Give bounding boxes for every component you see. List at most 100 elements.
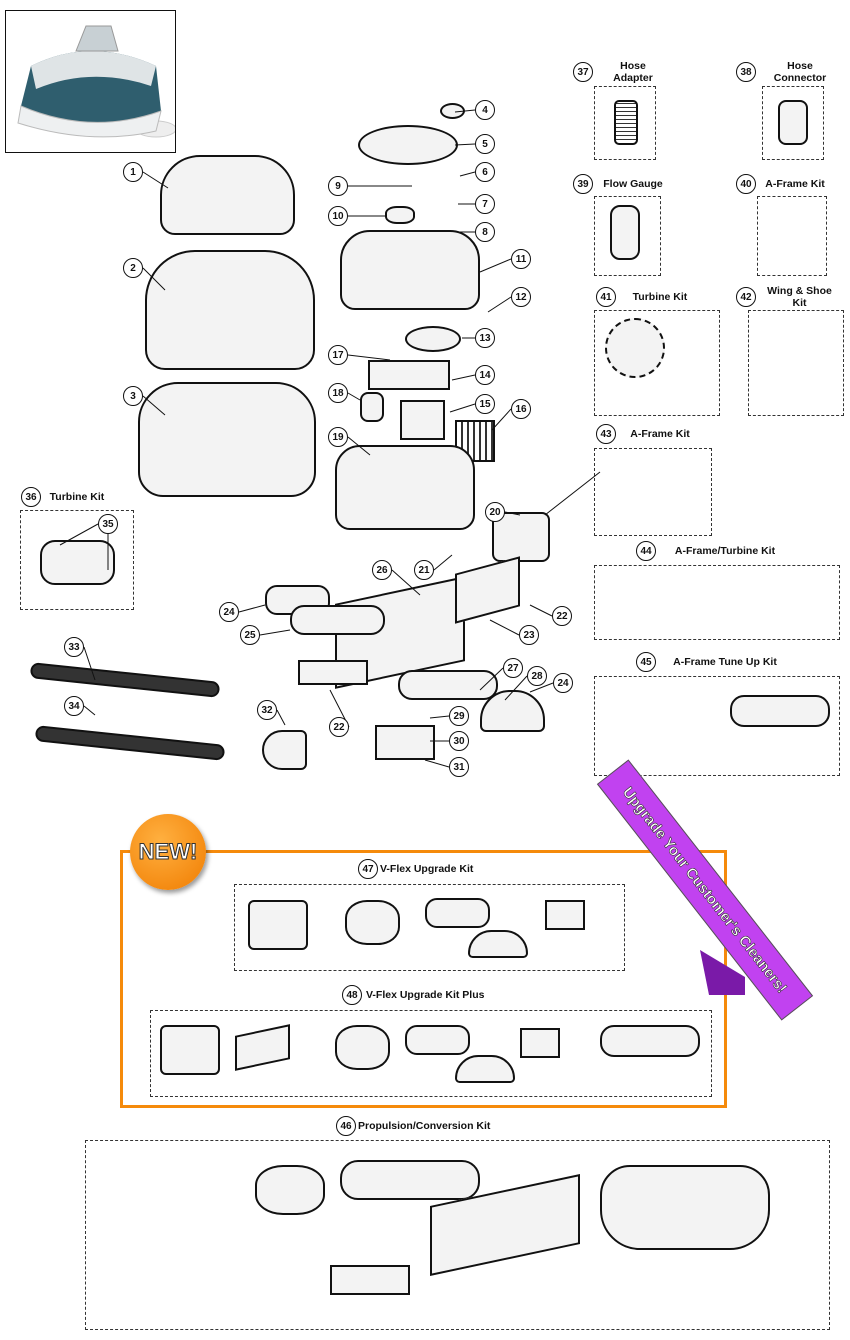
kit-box-43 — [594, 448, 712, 536]
callout-40: 40 — [736, 174, 756, 194]
callout-42: 42 — [736, 287, 756, 307]
callout-12: 12 — [511, 287, 531, 307]
kit-title-48: V-Flex Upgrade Kit Plus — [366, 989, 485, 1001]
collar-part — [385, 206, 415, 224]
kit-box-46 — [85, 1140, 830, 1330]
kit-box-36 — [20, 510, 134, 610]
kit-box-40 — [757, 196, 827, 276]
body-housing-part — [138, 382, 316, 497]
callout-25: 25 — [240, 625, 260, 645]
callout-5: 5 — [475, 134, 495, 154]
callout-23: 23 — [519, 625, 539, 645]
callout-8: 8 — [475, 222, 495, 242]
bushing-part — [360, 392, 384, 422]
callout-19: 19 — [328, 427, 348, 447]
callout-6: 6 — [475, 162, 495, 182]
callout-9: 9 — [328, 176, 348, 196]
top-cover-part — [160, 155, 295, 235]
callout-48: 48 — [342, 985, 362, 1005]
track-part — [340, 1160, 480, 1200]
kit-title-44: A-Frame/Turbine Kit — [674, 545, 776, 557]
cover-plate-part — [368, 360, 450, 390]
callout-4: 4 — [475, 100, 495, 120]
callout-38: 38 — [736, 62, 756, 82]
track-part — [290, 605, 385, 635]
base-housing-part — [600, 1165, 770, 1250]
shoe-part — [330, 1265, 410, 1295]
wing-part — [455, 1055, 515, 1083]
turbine-part — [255, 1165, 325, 1215]
kit-box-37 — [594, 86, 656, 160]
callout-13: 13 — [475, 328, 495, 348]
callout-7: 7 — [475, 194, 495, 214]
kit-box-48 — [150, 1010, 712, 1097]
callout-44: 44 — [636, 541, 656, 561]
kit-title-36: Turbine Kit — [49, 491, 105, 503]
kit-box-47 — [234, 884, 625, 971]
callout-24: 24 — [553, 673, 573, 693]
wing-part — [425, 898, 490, 928]
cone-part — [262, 730, 307, 770]
callout-3: 3 — [123, 386, 143, 406]
kit-title-41: Turbine Kit — [632, 291, 688, 303]
callout-29: 29 — [449, 706, 469, 726]
callout-24: 24 — [219, 602, 239, 622]
wing-part — [468, 930, 528, 958]
callout-22: 22 — [552, 606, 572, 626]
foot-part — [520, 1028, 560, 1058]
callout-10: 10 — [328, 206, 348, 226]
gearbox-cover-part — [340, 230, 480, 310]
callout-16: 16 — [511, 399, 531, 419]
product-photo — [5, 10, 176, 153]
callout-27: 27 — [503, 658, 523, 678]
callout-33: 33 — [64, 637, 84, 657]
callout-45: 45 — [636, 652, 656, 672]
callout-18: 18 — [328, 383, 348, 403]
foot-part — [375, 725, 435, 760]
kit-box-45 — [594, 676, 840, 776]
callout-15: 15 — [475, 394, 495, 414]
kit-title-47: V-Flex Upgrade Kit — [380, 863, 474, 875]
callout-47: 47 — [358, 859, 378, 879]
turbine-part — [405, 326, 461, 352]
callout-11: 11 — [511, 249, 531, 269]
a-frame-part — [492, 512, 550, 562]
kit-box-41 — [594, 310, 720, 416]
callout-32: 32 — [257, 700, 277, 720]
callout-1: 1 — [123, 162, 143, 182]
callout-26: 26 — [372, 560, 392, 580]
kit-title-42: Wing & Shoe Kit — [767, 285, 832, 309]
callout-14: 14 — [475, 365, 495, 385]
kit-title-46: Propulsion/Conversion Kit — [358, 1120, 491, 1132]
kit-title-40: A-Frame Kit — [765, 178, 825, 190]
a-frame-part — [160, 1025, 220, 1075]
hose-adapter-part — [614, 100, 638, 145]
flow-gauge-part — [610, 205, 640, 260]
kit-box-39 — [594, 196, 661, 276]
kit-title-43: A-Frame Kit — [630, 428, 690, 440]
callout-46: 46 — [336, 1116, 356, 1136]
callout-30: 30 — [449, 731, 469, 751]
shoe-part — [298, 660, 368, 685]
callout-35: 35 — [98, 514, 118, 534]
turbine-part — [345, 900, 400, 945]
kit-box-42 — [748, 310, 844, 416]
foot-part — [545, 900, 585, 930]
callout-22: 22 — [329, 717, 349, 737]
callout-39: 39 — [573, 174, 593, 194]
callout-21: 21 — [414, 560, 434, 580]
wing-part — [480, 690, 545, 732]
pool-cleaner-image — [17, 25, 175, 138]
callout-41: 41 — [596, 287, 616, 307]
callout-2: 2 — [123, 258, 143, 278]
turbine-kit-part — [40, 540, 115, 585]
drive-gear-part — [358, 125, 458, 165]
kit-title-37: Hose Adapter — [613, 60, 653, 84]
kit-title-39: Flow Gauge — [603, 178, 663, 190]
base-housing-part — [335, 445, 475, 530]
wing-part — [405, 1025, 470, 1055]
callout-34: 34 — [64, 696, 84, 716]
callout-31: 31 — [449, 757, 469, 777]
motor-part — [400, 400, 445, 440]
